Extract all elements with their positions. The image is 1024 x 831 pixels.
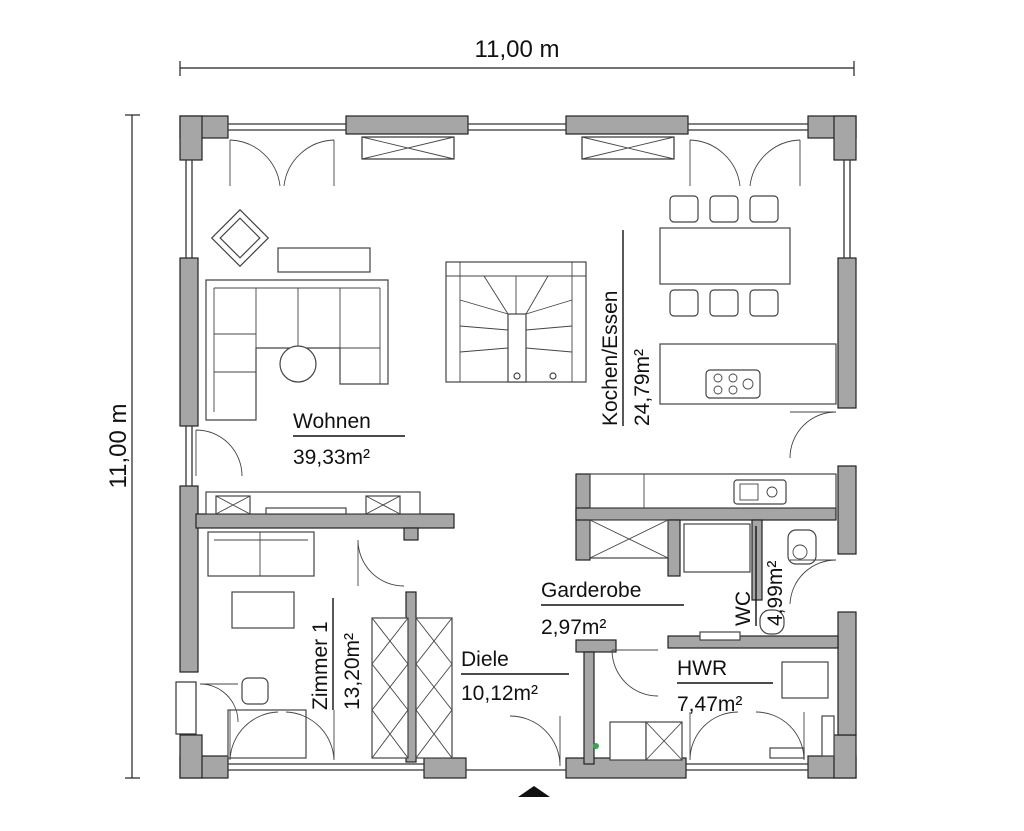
- room-area-hwr: 7,47m²: [677, 693, 742, 716]
- entrance-arrow-icon: [518, 786, 550, 797]
- room-area-diele: 10,12m²: [461, 682, 538, 705]
- room-name-hwr: HWR: [677, 657, 727, 680]
- top-windows: [361, 136, 675, 160]
- room-label-zimmer1: Zimmer 1 13,20m²: [309, 598, 364, 710]
- room-name-garderobe: Garderobe: [541, 579, 641, 602]
- room-area-wc: 4,99m²: [764, 561, 787, 626]
- dimension-top: 11,00 m: [179, 36, 855, 76]
- room-area-wohnen: 39,33m²: [293, 446, 370, 469]
- height-dimension-label: 11,00 m: [105, 404, 132, 489]
- room-name-wohnen: Wohnen: [293, 410, 371, 433]
- interior-walls: [195, 473, 839, 765]
- room-name-kochen: Kochen/Essen: [599, 291, 622, 426]
- hwr-furniture: [593, 649, 835, 761]
- zimmer1-furniture: [175, 531, 405, 761]
- room-area-kochen: 24,79m²: [631, 349, 654, 426]
- dining-furniture: [659, 195, 837, 459]
- room-label-wohnen: Wohnen 39,33m²: [293, 410, 405, 469]
- wohnen-side-door: [195, 429, 243, 477]
- room-label-garderobe: Garderobe 2,97m²: [541, 579, 684, 639]
- room-name-diele: Diele: [461, 648, 509, 671]
- diele-wardrobe: [371, 617, 561, 797]
- dimension-left: 11,00 m: [105, 114, 140, 779]
- room-label-wc: WC 4,99m²: [732, 526, 787, 626]
- room-label-kochen: Kochen/Essen 24,79m²: [599, 230, 654, 426]
- exterior-walls: [179, 115, 857, 779]
- room-area-garderobe: 2,97m²: [541, 616, 606, 639]
- width-dimension-label: 11,00 m: [475, 36, 560, 63]
- kitchen-counter: [589, 473, 837, 641]
- room-label-diele: Diele 10,12m²: [461, 648, 569, 705]
- room-label-hwr: HWR 7,47m²: [677, 657, 773, 716]
- room-area-zimmer1: 13,20m²: [341, 633, 364, 710]
- room-name-zimmer1: Zimmer 1: [309, 621, 332, 710]
- terrace-doors: [229, 139, 801, 187]
- living-furniture: [205, 208, 389, 421]
- staircase: [445, 261, 587, 383]
- room-name-wc: WC: [732, 591, 755, 626]
